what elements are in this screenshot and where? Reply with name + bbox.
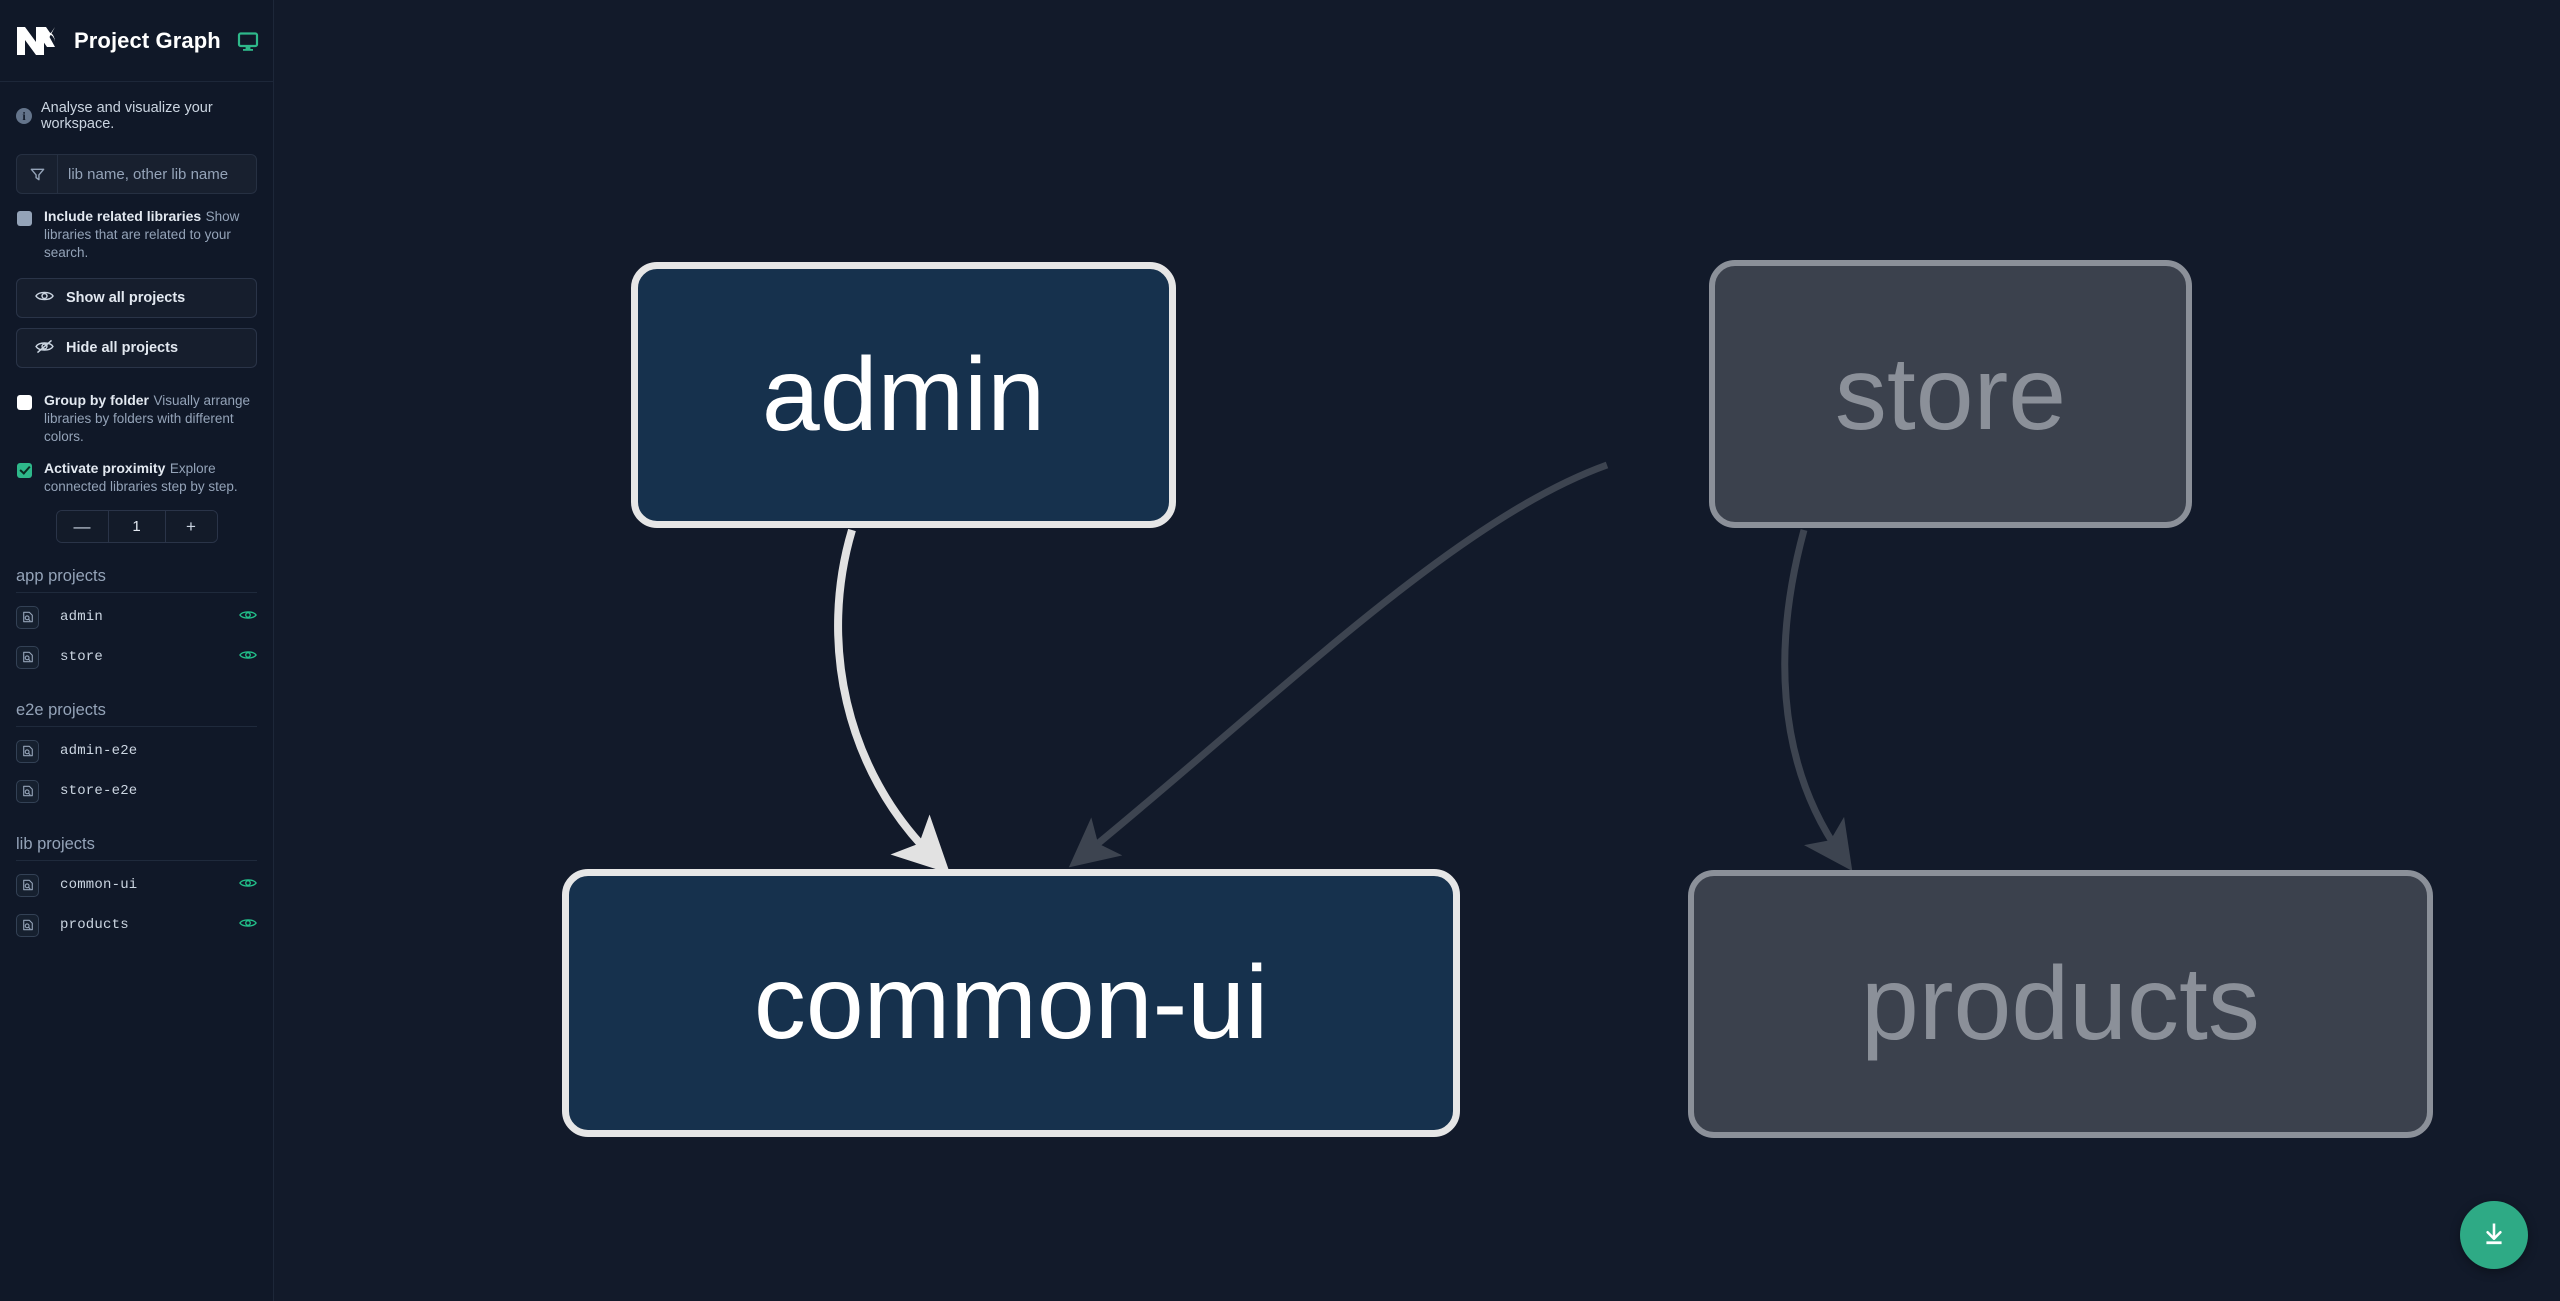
eye-icon [35, 289, 54, 307]
hide-all-projects-button[interactable]: Hide all projects [16, 328, 257, 368]
show-all-projects-button[interactable]: Show all projects [16, 278, 257, 318]
include-related-libraries-checkbox[interactable] [17, 211, 32, 226]
hide-all-projects-label: Hide all projects [66, 340, 179, 356]
graph-node-label: store [1834, 336, 2067, 452]
edge-admin-to-common-ui [834, 528, 951, 874]
search-input[interactable] [58, 155, 256, 193]
project-row-store-e2e[interactable]: store-e2e [16, 771, 257, 811]
project-icon [16, 873, 39, 897]
proximity-increment-button[interactable]: + [164, 511, 217, 542]
group-app-projects-title: app projects [16, 543, 257, 593]
project-name: products [60, 917, 129, 933]
include-related-libraries-label: Include related libraries [44, 208, 202, 224]
option-include-related-libraries[interactable]: Include related libraries Show libraries… [0, 194, 273, 262]
project-row-products[interactable]: products [16, 905, 257, 945]
monitor-icon[interactable] [237, 30, 259, 52]
project-row-admin[interactable]: admin [16, 597, 257, 637]
sidebar: Project Graph i Analyse and visualize yo… [0, 0, 274, 1301]
project-visibility-eye-icon[interactable] [239, 648, 257, 666]
group-by-folder-checkbox[interactable] [17, 395, 32, 410]
project-name: admin-e2e [60, 743, 138, 759]
activate-proximity-checkbox[interactable] [17, 463, 32, 478]
search-section [0, 144, 273, 194]
graph-node-common-ui[interactable]: common-ui [562, 869, 1460, 1137]
group-app-projects: app projects admin [0, 543, 273, 677]
graph-edges [834, 461, 1853, 874]
edge-store-to-common-ui [1068, 461, 1609, 868]
edge-store-to-products [1781, 529, 1853, 872]
project-row-common-ui[interactable]: common-ui [16, 865, 257, 905]
graph-node-admin[interactable]: admin [631, 262, 1176, 528]
show-all-projects-label: Show all projects [66, 290, 186, 306]
project-name: store [60, 649, 104, 665]
sidebar-header: Project Graph [0, 0, 273, 82]
group-by-folder-desc: Visually arrange libraries by folders wi… [44, 393, 251, 444]
project-icon [16, 913, 39, 937]
proximity-decrement-button[interactable]: — [56, 511, 109, 542]
page-title: Project Graph [74, 27, 221, 53]
download-graph-button[interactable] [2460, 1201, 2528, 1269]
project-row-admin-e2e[interactable]: admin-e2e [16, 731, 257, 771]
visibility-buttons: Show all projects Hide all projects [0, 262, 273, 368]
proximity-value: 1 [108, 511, 165, 542]
proximity-stepper: — 1 + [55, 510, 218, 543]
proximity-stepper-wrap: — 1 + [0, 496, 273, 543]
graph-node-label: common-ui [753, 945, 1269, 1061]
project-icon [16, 739, 39, 763]
option-group-by-folder[interactable]: Group by folder Visually arrange librari… [0, 378, 273, 446]
graph-node-products[interactable]: products [1688, 870, 2433, 1138]
project-icon [16, 779, 39, 803]
include-related-libraries-desc: Show libraries that are related to your … [44, 209, 240, 260]
project-visibility-eye-icon[interactable] [239, 608, 257, 626]
graph-node-label: admin [761, 337, 1046, 453]
group-lib-projects: lib projects common-ui [0, 811, 273, 945]
download-icon [2480, 1220, 2508, 1251]
graph-node-store[interactable]: store [1709, 260, 2192, 528]
info-icon: i [16, 108, 32, 124]
project-icon [16, 605, 39, 629]
project-visibility-eye-icon[interactable] [239, 916, 257, 934]
nx-logo [14, 21, 60, 61]
graph-canvas[interactable]: admin store common-ui products [274, 0, 2560, 1301]
activate-proximity-label: Activate proximity [44, 460, 166, 476]
project-row-store[interactable]: store [16, 637, 257, 677]
graph-node-label: products [1861, 946, 2260, 1062]
project-name: common-ui [60, 877, 138, 893]
tagline-text: Analyse and visualize your workspace. [41, 100, 213, 132]
eye-off-icon [35, 339, 54, 358]
group-by-folder-label: Group by folder [44, 392, 149, 408]
group-lib-projects-title: lib projects [16, 811, 257, 861]
filter-funnel-icon[interactable] [17, 155, 58, 193]
project-icon [16, 645, 39, 669]
activate-proximity-desc: Explore connected libraries step by step… [44, 461, 238, 494]
group-e2e-projects-title: e2e projects [16, 677, 257, 727]
project-name: admin [60, 609, 104, 625]
search-box[interactable] [16, 154, 257, 194]
project-name: store-e2e [60, 783, 138, 799]
group-e2e-projects: e2e projects admin-e2e [0, 677, 273, 811]
project-visibility-eye-icon[interactable] [239, 876, 257, 894]
option-activate-proximity[interactable]: Activate proximity Explore connected lib… [0, 446, 273, 496]
sidebar-tagline: i Analyse and visualize your workspace. [0, 82, 273, 144]
